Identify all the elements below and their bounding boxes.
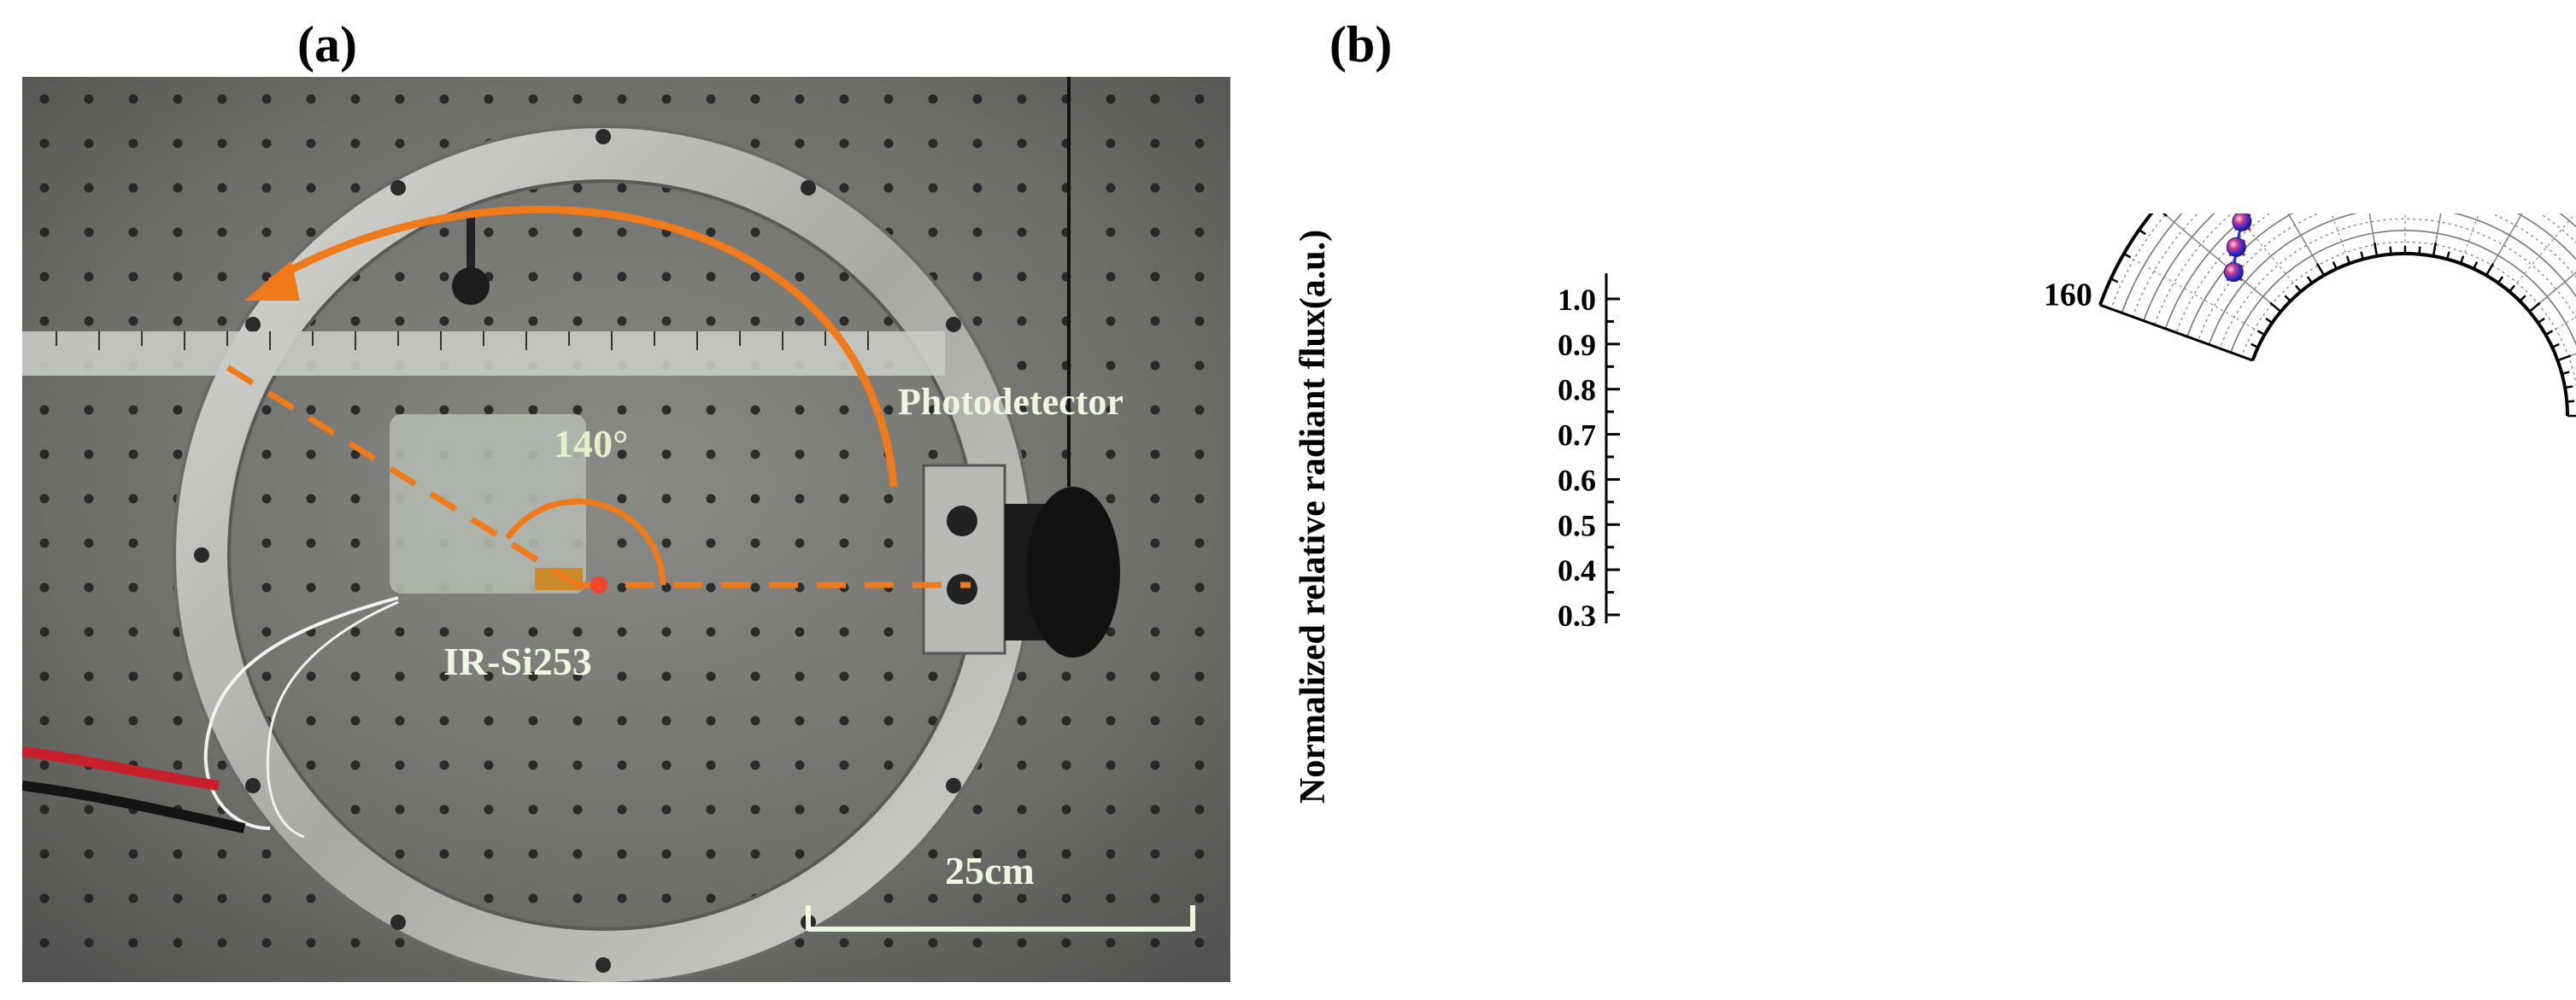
inner-tick — [2257, 330, 2266, 336]
black-cable — [22, 781, 246, 833]
radial-gridline — [2121, 213, 2183, 313]
inner-tick — [2432, 242, 2438, 257]
inner-tick — [2473, 261, 2479, 270]
rotation-arrow — [267, 205, 898, 488]
panel-label-a: (a) — [297, 16, 357, 73]
radial-tick-label: 0.4 — [1558, 553, 1596, 588]
inner-tick — [2544, 330, 2553, 336]
inner-tick — [2373, 242, 2379, 257]
inner-tick — [2551, 342, 2560, 348]
y-axis-label: Normalized relative radiant flux(a.u.) — [1294, 230, 1333, 804]
sample-label: IR-Si253 — [443, 640, 592, 683]
data-point-sphere — [2223, 262, 2244, 283]
radial-gridline — [2110, 213, 2168, 309]
radial-gridline — [2251, 253, 2568, 417]
setup-photo: Photodetector 140° IR-Si253 25cm — [22, 77, 1230, 982]
polar-axes: 0204060801001201401600.30.40.50.60.70.80… — [1558, 213, 2576, 633]
outer-tick — [2139, 229, 2146, 236]
inner-tick — [2485, 262, 2495, 277]
radial-gridline — [2219, 218, 2576, 349]
panel-label-b: (b) — [1329, 16, 1393, 73]
inner-tick — [2561, 371, 2570, 376]
knob — [452, 267, 490, 305]
radial-tick-label: 0.5 — [1558, 508, 1596, 542]
radial-tick-label: 0.8 — [1558, 373, 1596, 407]
outer-tick — [2110, 278, 2119, 284]
inner-tick — [2265, 317, 2274, 325]
inner-tick — [2418, 246, 2421, 254]
angle-label: 140° — [554, 422, 628, 465]
radial-tick-label: 1.0 — [1558, 283, 1596, 317]
outer-tick — [2099, 303, 2114, 311]
photodetector-label: Photodetector — [898, 381, 1124, 423]
angular-gridline — [2529, 272, 2576, 313]
outer-tick — [2162, 213, 2168, 217]
angle-arc — [505, 498, 666, 586]
radial-gridline — [2143, 213, 2215, 321]
inner-tick — [2315, 262, 2326, 277]
inner-tick — [2306, 276, 2314, 284]
rotation-arrowhead — [244, 260, 300, 301]
radial-gridline — [2230, 230, 2576, 354]
inner-tick — [2497, 276, 2504, 284]
series-line — [2232, 213, 2247, 272]
sample-plate — [390, 414, 586, 594]
inner-tick — [2284, 295, 2291, 302]
radial-tick-label: 0.9 — [1558, 328, 1596, 362]
radial-gridline — [2208, 213, 2576, 345]
theta-tick-label: 160 — [2044, 277, 2092, 313]
radial-tick-label: 0.6 — [1558, 463, 1596, 497]
angular-gridline — [2162, 213, 2281, 313]
angular-gridline — [2485, 213, 2523, 276]
emission-spot — [590, 576, 607, 594]
inner-tick — [2537, 317, 2545, 325]
radial-gridline — [2164, 213, 2576, 330]
outer-tick — [2123, 252, 2132, 259]
radial-gridline — [2241, 241, 2576, 387]
inner-tick — [2445, 251, 2450, 260]
inner-tick — [2250, 342, 2259, 348]
inner-tick — [2564, 385, 2573, 389]
red-cable — [22, 746, 220, 791]
polar-series — [2223, 213, 2252, 283]
angular-gridline — [2432, 213, 2442, 257]
inner-tick — [2509, 284, 2515, 293]
radial-gridline — [2198, 213, 2576, 342]
inner-arc — [2250, 252, 2569, 417]
end-radius — [2099, 303, 2253, 362]
radial-gridline — [2186, 213, 2576, 337]
radial-tick-label: 0.7 — [1558, 418, 1596, 453]
angular-gridline — [2368, 213, 2378, 257]
inner-tick — [2459, 255, 2465, 264]
inner-tick — [2528, 301, 2541, 313]
rotated-line — [226, 365, 579, 588]
data-point-sphere — [2226, 237, 2246, 257]
scale-label: 25cm — [945, 849, 1035, 892]
inner-tick — [2332, 261, 2338, 270]
radial-gridline — [2154, 213, 2233, 325]
inner-tick — [2295, 284, 2302, 293]
inner-tick — [2519, 295, 2526, 302]
angular-gridline — [2287, 213, 2325, 276]
inner-tick — [2557, 354, 2572, 362]
inner-tick — [2269, 301, 2282, 313]
angular-gridline — [2509, 213, 2576, 292]
data-point-sphere — [2232, 213, 2252, 231]
radial-tick-label: 0.3 — [1558, 599, 1596, 633]
inner-tick — [2360, 251, 2365, 260]
photodetector — [922, 77, 1120, 658]
inner-tick — [2567, 400, 2575, 403]
inner-tick — [2239, 354, 2253, 362]
inner-tick — [2345, 255, 2351, 264]
polar-grid — [2099, 213, 2576, 417]
polar-chart: 0204060801001201401600.30.40.50.60.70.80… — [1294, 213, 2576, 804]
